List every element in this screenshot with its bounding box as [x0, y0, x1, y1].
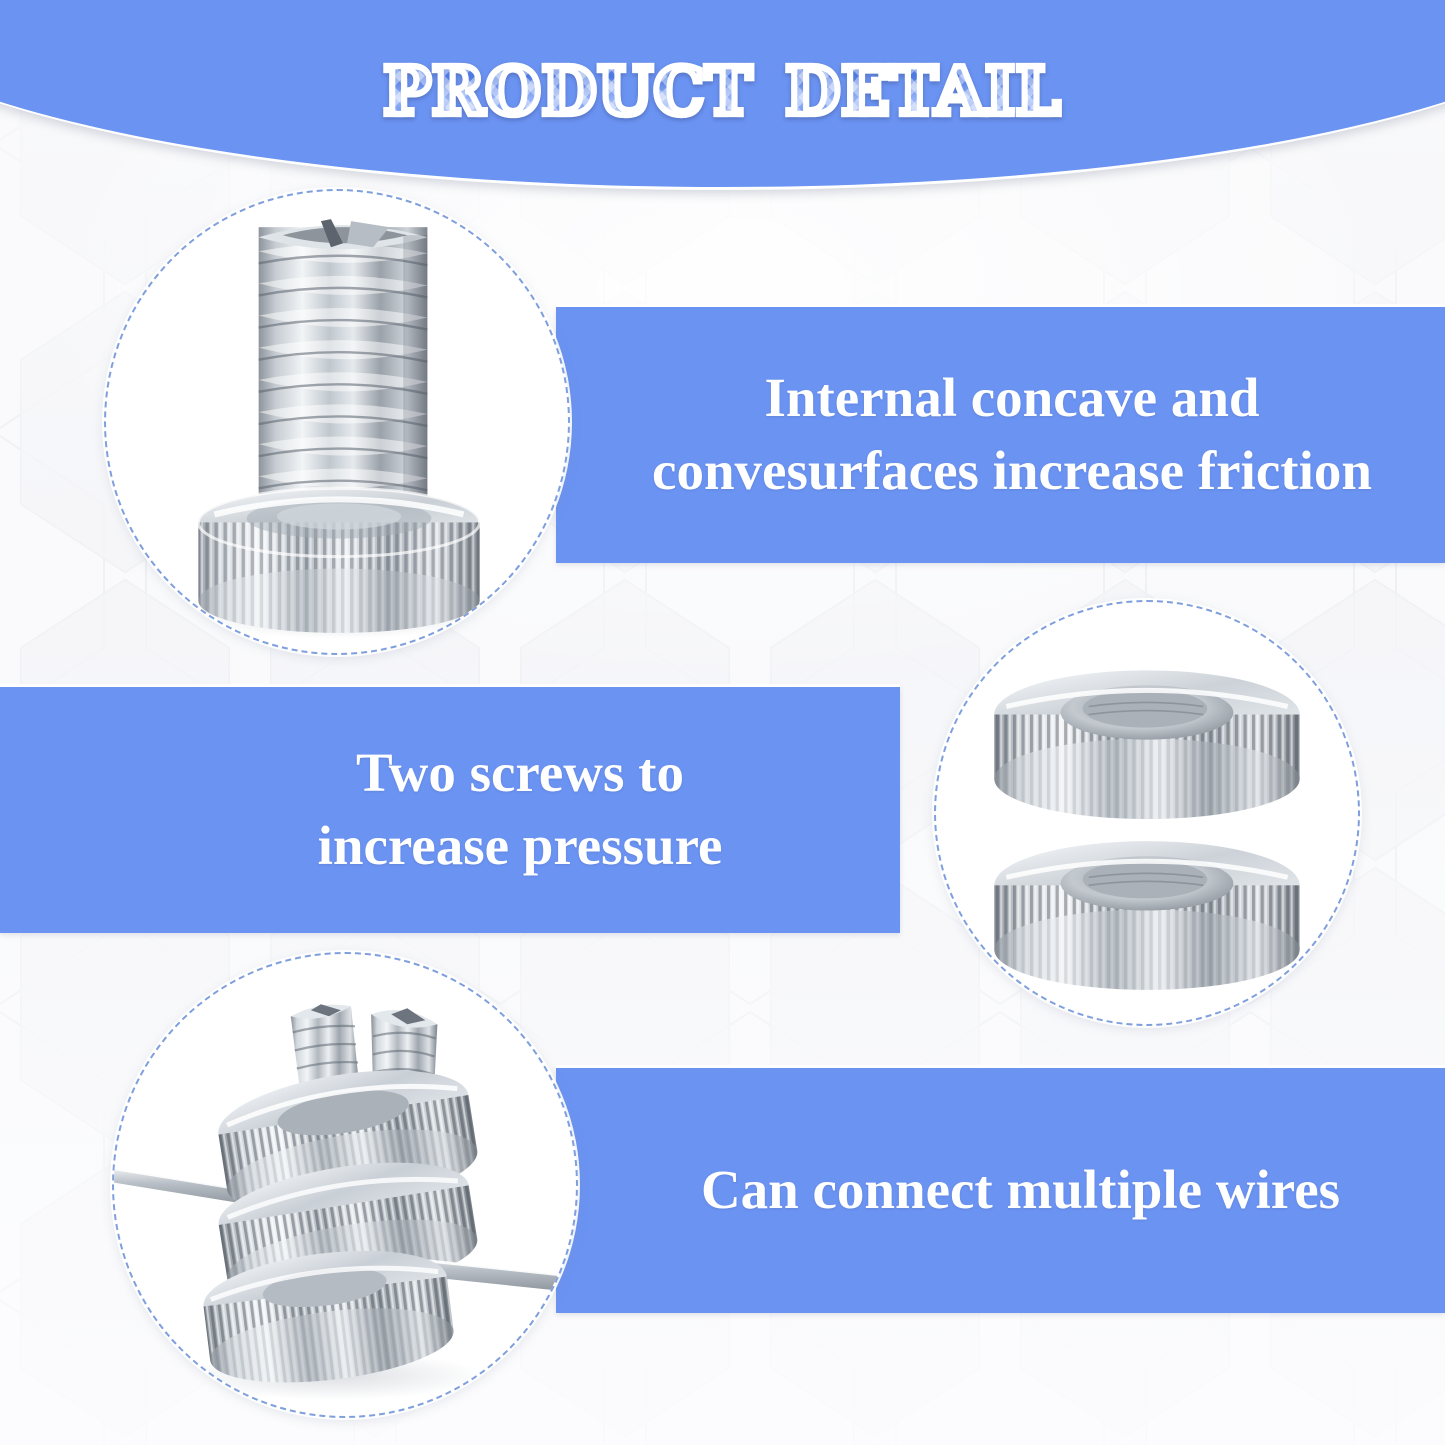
feature-2-photo — [934, 600, 1360, 1026]
feature-1-text: Internal concave and convesurfaces incre… — [582, 362, 1442, 507]
feature-3-text: Can connect multiple wires — [596, 1154, 1445, 1227]
feature-1-line-2: convesurfaces increase friction — [652, 440, 1372, 501]
feature-band-3: Can connect multiple wires — [556, 1065, 1445, 1313]
thumb-nuts-image — [936, 602, 1358, 1024]
feature-3-line-1: Can connect multiple wires — [700, 1159, 1341, 1221]
feature-1-photo — [104, 189, 570, 655]
thumb-screw-image — [106, 191, 568, 653]
feature-1-line-1: Internal concave and — [764, 367, 1260, 429]
wire-connector-image — [114, 954, 576, 1416]
feature-band-2: Two screws to increase pressure — [0, 684, 900, 933]
feature-2-text: Two screws to increase pressure — [170, 737, 870, 882]
feature-band-1: Internal concave and convesurfaces incre… — [556, 304, 1445, 563]
feature-3-photo — [112, 952, 578, 1418]
feature-2-line-2: increase pressure — [317, 815, 723, 876]
feature-2-line-1: Two screws to — [356, 742, 684, 804]
